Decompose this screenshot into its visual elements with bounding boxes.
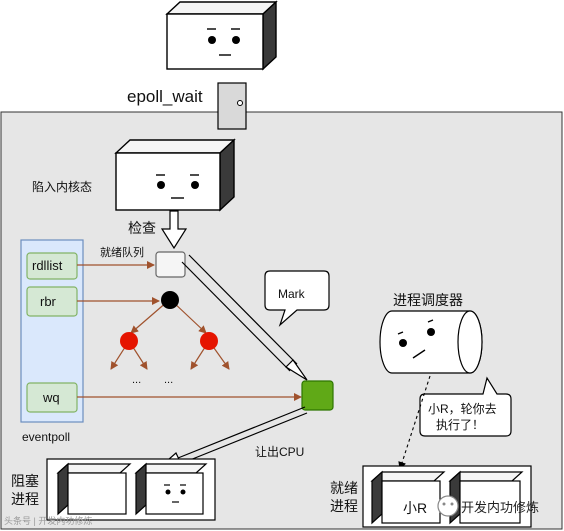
xiao-r-label: 小R [403,500,428,516]
tree-root-node [161,291,179,309]
mark-bubble [264,270,330,327]
scheduler-label: 进程调度器 [393,292,463,308]
blocked-label-line-2: 进程 [11,491,39,507]
rb-tree [110,300,230,370]
trap-kernel-label: 陷入内核态 [32,180,93,194]
wake-arrow [398,375,431,470]
wq-label: wq [43,390,60,405]
kernel-process-cube [114,138,236,212]
ellipsis-right: ... [164,374,174,386]
ready-cube-1 [370,470,446,525]
mark-node [301,380,334,411]
watermark-right: 开发内功修炼 [461,500,540,515]
door-icon [217,82,247,130]
ready-label-line-1: 就绪 [330,480,358,496]
rbr-label: rbr [40,294,56,309]
face-icon [207,28,240,56]
rdllist-field [26,252,78,280]
watermark-logo-icon [437,495,459,517]
face-icon [164,484,186,503]
mark-arrow [181,254,308,381]
face-icon [397,319,435,359]
ellipsis-left: ... [132,374,142,386]
speech-line-1: 小R，轮你去 [428,402,497,416]
speech-line-2: 执行了！ [436,418,485,432]
ready-label-line-2: 进程 [330,498,358,514]
watermark-left: 头条号 | 开发内功修炼 [4,516,93,526]
ready-queue-label: 就绪队列 [100,247,144,259]
rdllist-label: rdllist [32,258,63,273]
check-label: 检查 [128,220,156,236]
epoll-wait-label: epoll_wait [127,87,203,106]
tree-right-node [200,332,218,350]
blocked-cube-1 [56,462,132,516]
face-icon [156,174,199,199]
user-process-cube [165,0,278,71]
blocked-label-line-1: 阻塞 [11,473,39,489]
mark-label: Mark [278,287,305,301]
blocked-cube-2 [134,462,208,516]
check-arrow [160,210,188,250]
tree-left-node [120,332,138,350]
scheduler-cylinder [379,310,483,374]
eventpoll-label: eventpoll [22,430,71,444]
yield-cpu-label: 让出CPU [255,445,305,459]
ready-queue-node [155,251,186,278]
